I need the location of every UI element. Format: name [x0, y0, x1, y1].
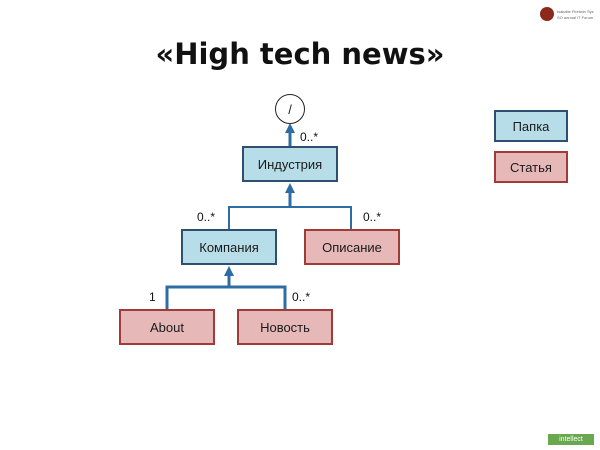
connector-about-company: [165, 285, 229, 309]
node-news-label: Новость: [260, 319, 310, 335]
logo-mark-icon: [540, 7, 554, 21]
node-company[interactable]: Компания: [181, 229, 277, 265]
legend-article: Статья: [494, 151, 568, 183]
node-news[interactable]: Новость: [237, 309, 333, 345]
slide-title: «High tech news»: [155, 37, 445, 71]
connector-news-company: [229, 285, 287, 309]
connector-company-industry: [228, 190, 291, 229]
multiplicity-company-industry: 0..*: [197, 210, 216, 224]
connector-description-industry: [290, 206, 352, 229]
node-industry[interactable]: Индустрия: [242, 146, 338, 182]
node-company-label: Компания: [199, 239, 259, 255]
logo-line-2: SO annual IT Forum: [557, 15, 594, 20]
node-about-label: About: [150, 319, 184, 335]
multiplicity-about-company: 1: [149, 290, 156, 304]
node-about[interactable]: About: [119, 309, 215, 345]
logo-line-1: Isakaite Firetwin Sys: [557, 9, 594, 14]
node-description[interactable]: Описание: [304, 229, 400, 265]
multiplicity-news-company: 0..*: [292, 290, 311, 304]
multiplicity-description-industry: 0..*: [363, 210, 382, 224]
node-industry-label: Индустрия: [257, 156, 323, 172]
root-node[interactable]: /: [275, 94, 305, 124]
conference-logo: Isakaite Firetwin Sys SO annual IT Forum: [540, 4, 596, 26]
multiplicity-industry-root: 0..*: [300, 130, 319, 144]
legend-folder: Папка: [494, 110, 568, 142]
legend-article-label: Статья: [510, 159, 552, 175]
node-description-label: Описание: [322, 239, 382, 255]
legend-folder-label: Папка: [512, 118, 550, 134]
footer-badge: intellect: [548, 434, 594, 445]
